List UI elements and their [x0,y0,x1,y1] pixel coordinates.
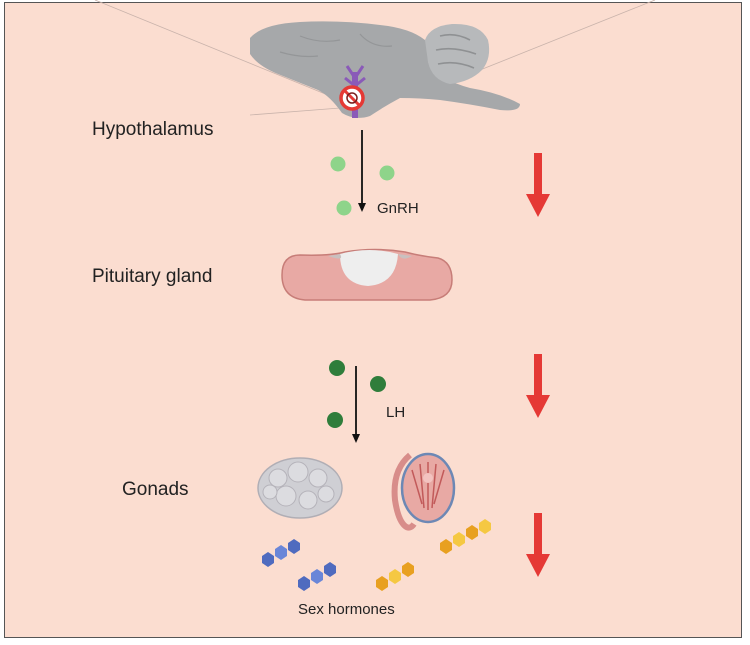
gonads-label: Gonads [122,479,189,500]
guide-line-left [94,0,341,101]
gnrh-molecule [336,200,352,216]
down-arrow-icon [526,354,550,418]
ovary-icon [257,457,343,519]
testis-icon [391,452,456,531]
guide-line-hypothalamus [249,107,341,116]
down-arrow-icon [526,513,550,577]
lh-label: LH [386,404,406,421]
hypothalamus-label: Hypothalamus [92,119,214,140]
pituitary-label: Pituitary gland [92,266,213,287]
lh-molecule [329,360,345,376]
hormone-molecule-orange [376,519,491,591]
gnrh-label: GnRH [377,200,419,217]
gnrh-molecule [379,165,395,181]
pituitary-gland-icon [281,248,453,301]
lh-molecule [370,376,386,392]
gnrh-molecule [330,156,346,172]
down-arrow-icon [526,153,550,217]
hormone-molecule-blue [262,539,336,591]
lh-molecule [327,412,343,428]
sex-hormones-label: Sex hormones [298,601,395,618]
prohibition-icon [339,85,365,111]
brain-icon [250,21,520,118]
